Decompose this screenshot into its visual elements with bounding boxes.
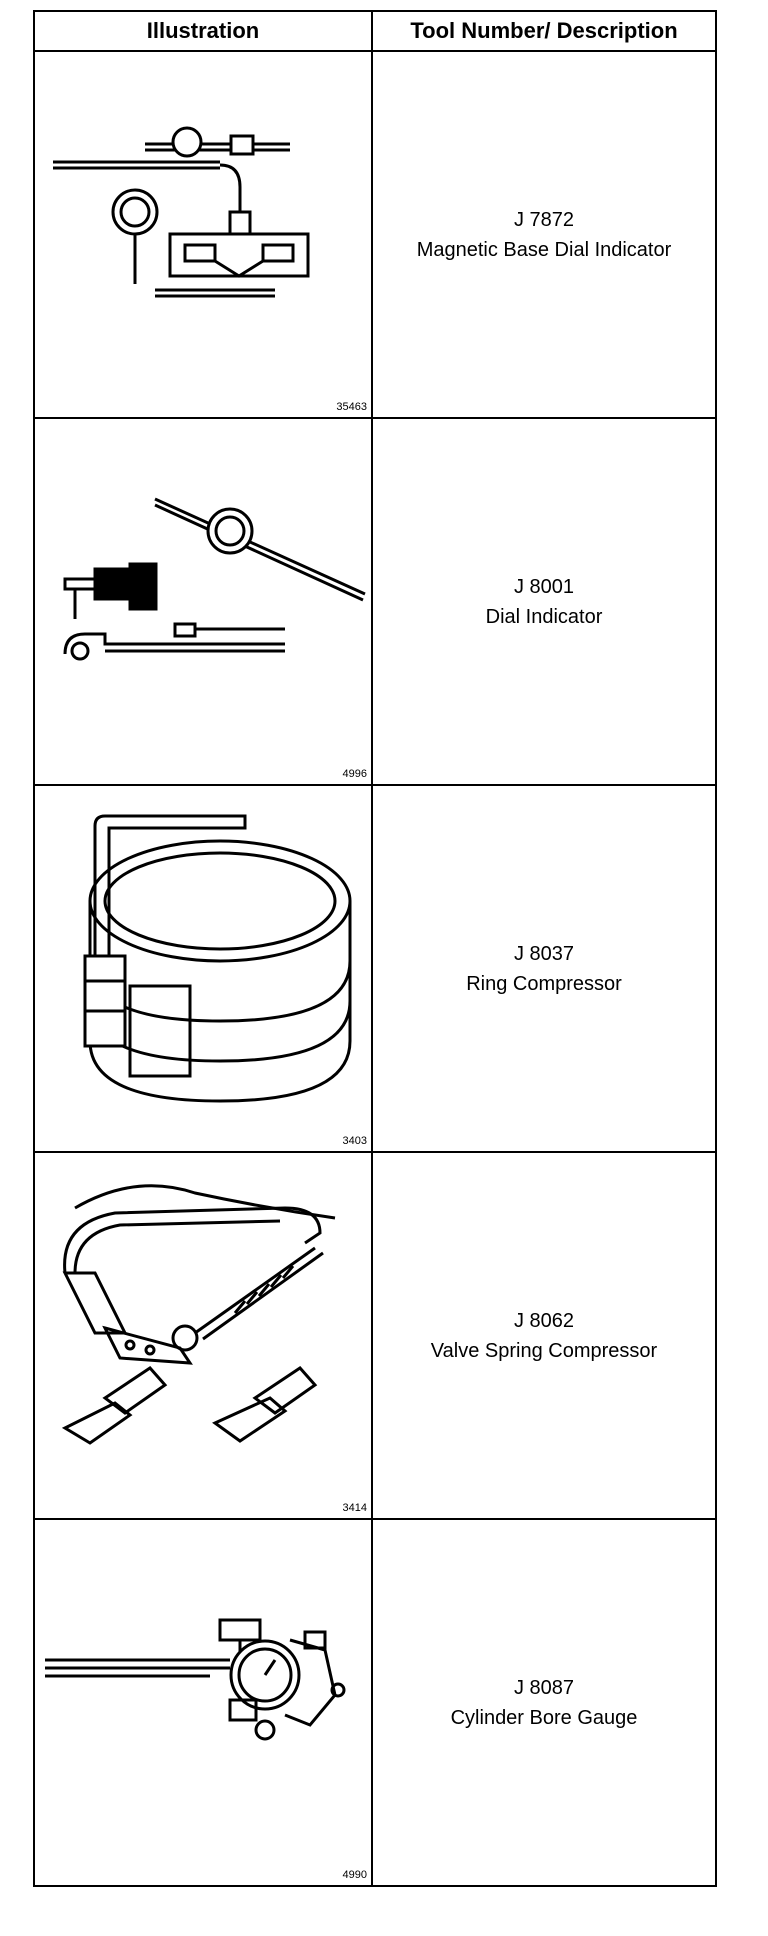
cylinder-bore-gauge-illustration bbox=[45, 1618, 346, 1741]
illustration-cell: 3403 bbox=[33, 784, 373, 1153]
tool-number: J 8037 bbox=[513, 942, 575, 965]
illustration-cell: 3414 bbox=[33, 1151, 373, 1520]
valve-spring-compressor-illustration bbox=[61, 1184, 336, 1445]
figure-number: 4990 bbox=[342, 1869, 367, 1881]
description-cell: J 7872 Magnetic Base Dial Indicator bbox=[371, 50, 717, 419]
illustration-header: Illustration bbox=[33, 10, 373, 52]
tool-description: Ring Compressor bbox=[466, 972, 622, 995]
table-header-row: Illustration Tool Number/ Description bbox=[33, 10, 717, 52]
description-cell: J 8087 Cylinder Bore Gauge bbox=[371, 1518, 717, 1887]
tool-number: J 8087 bbox=[513, 1676, 575, 1699]
illustration-cell: 4990 bbox=[33, 1518, 373, 1887]
description-cell: J 8037 Ring Compressor bbox=[371, 784, 717, 1153]
tool-description: Dial Indicator bbox=[485, 605, 603, 628]
description-header: Tool Number/ Description bbox=[371, 10, 717, 52]
tool-description: Valve Spring Compressor bbox=[430, 1339, 658, 1362]
description-cell: J 8062 Valve Spring Compressor bbox=[371, 1151, 717, 1520]
description-cell: J 8001 Dial Indicator bbox=[371, 417, 717, 786]
table-row: 3414 J 8062 Valve Spring Compressor bbox=[33, 1151, 717, 1520]
tool-number: J 8062 bbox=[513, 1309, 575, 1332]
figure-number: 3414 bbox=[342, 1502, 367, 1514]
magnetic-base-dial-indicator-illustration bbox=[53, 126, 310, 298]
tool-number: J 7872 bbox=[513, 208, 575, 231]
ring-compressor-illustration bbox=[83, 814, 352, 1103]
figure-number: 35463 bbox=[336, 401, 367, 413]
table-row: 4996 J 8001 Dial Indicator bbox=[33, 417, 717, 786]
illustration-cell: 35463 bbox=[33, 50, 373, 419]
dial-indicator-illustration bbox=[63, 497, 366, 661]
figure-number: 3403 bbox=[342, 1135, 367, 1147]
table-row: 4990 J 8087 Cylinder Bore Gauge bbox=[33, 1518, 717, 1887]
figure-number: 4996 bbox=[342, 768, 367, 780]
special-tools-table: Illustration Tool Number/ Description bbox=[33, 10, 717, 1887]
tool-description: Cylinder Bore Gauge bbox=[450, 1706, 638, 1729]
table-row: 35463 J 7872 Magnetic Base Dial Indicato… bbox=[33, 50, 717, 419]
tool-description: Magnetic Base Dial Indicator bbox=[416, 238, 672, 261]
tool-number: J 8001 bbox=[513, 575, 575, 598]
illustration-cell: 4996 bbox=[33, 417, 373, 786]
table-row: 3403 J 8037 Ring Compressor bbox=[33, 784, 717, 1153]
